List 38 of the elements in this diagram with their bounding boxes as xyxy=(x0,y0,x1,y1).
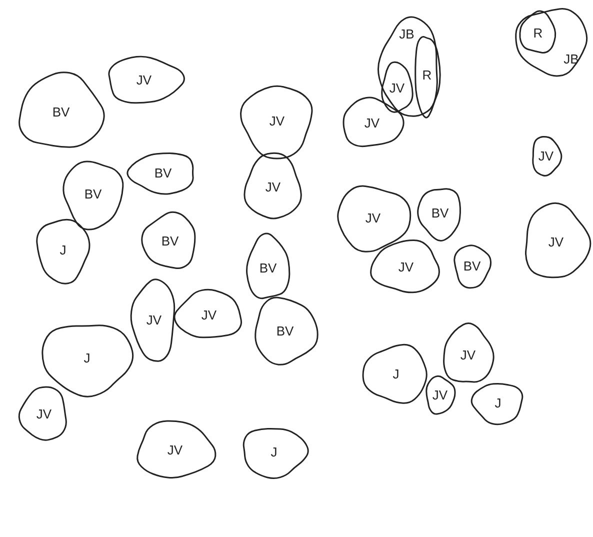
region-label: JV xyxy=(136,74,152,86)
region-label: BV xyxy=(52,106,70,118)
region-outline xyxy=(380,60,414,116)
region-label: JV xyxy=(36,408,52,420)
region-label: JV xyxy=(146,314,162,326)
region-label: BV xyxy=(463,260,481,272)
region-label: JV xyxy=(548,236,564,248)
region-outline xyxy=(424,374,456,416)
region-label: J xyxy=(270,446,278,458)
region-label: BV xyxy=(276,324,294,338)
region-label: JB xyxy=(399,28,414,41)
region-label: BV xyxy=(84,188,102,200)
region-label: BV xyxy=(161,234,179,248)
region-label: JV xyxy=(398,260,414,274)
region-label: JV xyxy=(389,82,405,94)
region-label: J xyxy=(84,352,90,364)
region-label: R xyxy=(422,68,432,82)
region-label: BV xyxy=(259,262,277,274)
region-outline xyxy=(530,134,562,178)
region-label: JV xyxy=(269,114,285,128)
region-outline xyxy=(452,242,492,290)
region-label: J xyxy=(392,368,400,380)
region-label: BV xyxy=(431,206,449,220)
region-label: JV xyxy=(432,388,448,402)
region-outline xyxy=(470,380,526,426)
region-label: JV xyxy=(538,150,554,162)
region-outline xyxy=(18,384,70,444)
region-outline xyxy=(518,10,558,56)
region-label: JV xyxy=(365,212,381,224)
region-label: J xyxy=(60,244,66,256)
region-label: JV xyxy=(460,348,476,362)
region-label: JV xyxy=(201,308,217,322)
region-label: BV xyxy=(154,166,172,180)
region-label: JV xyxy=(364,116,380,130)
region-label: JV xyxy=(265,180,281,194)
region-label: JV xyxy=(167,444,183,456)
region-label: R xyxy=(533,26,543,40)
region-label: J xyxy=(494,396,502,410)
